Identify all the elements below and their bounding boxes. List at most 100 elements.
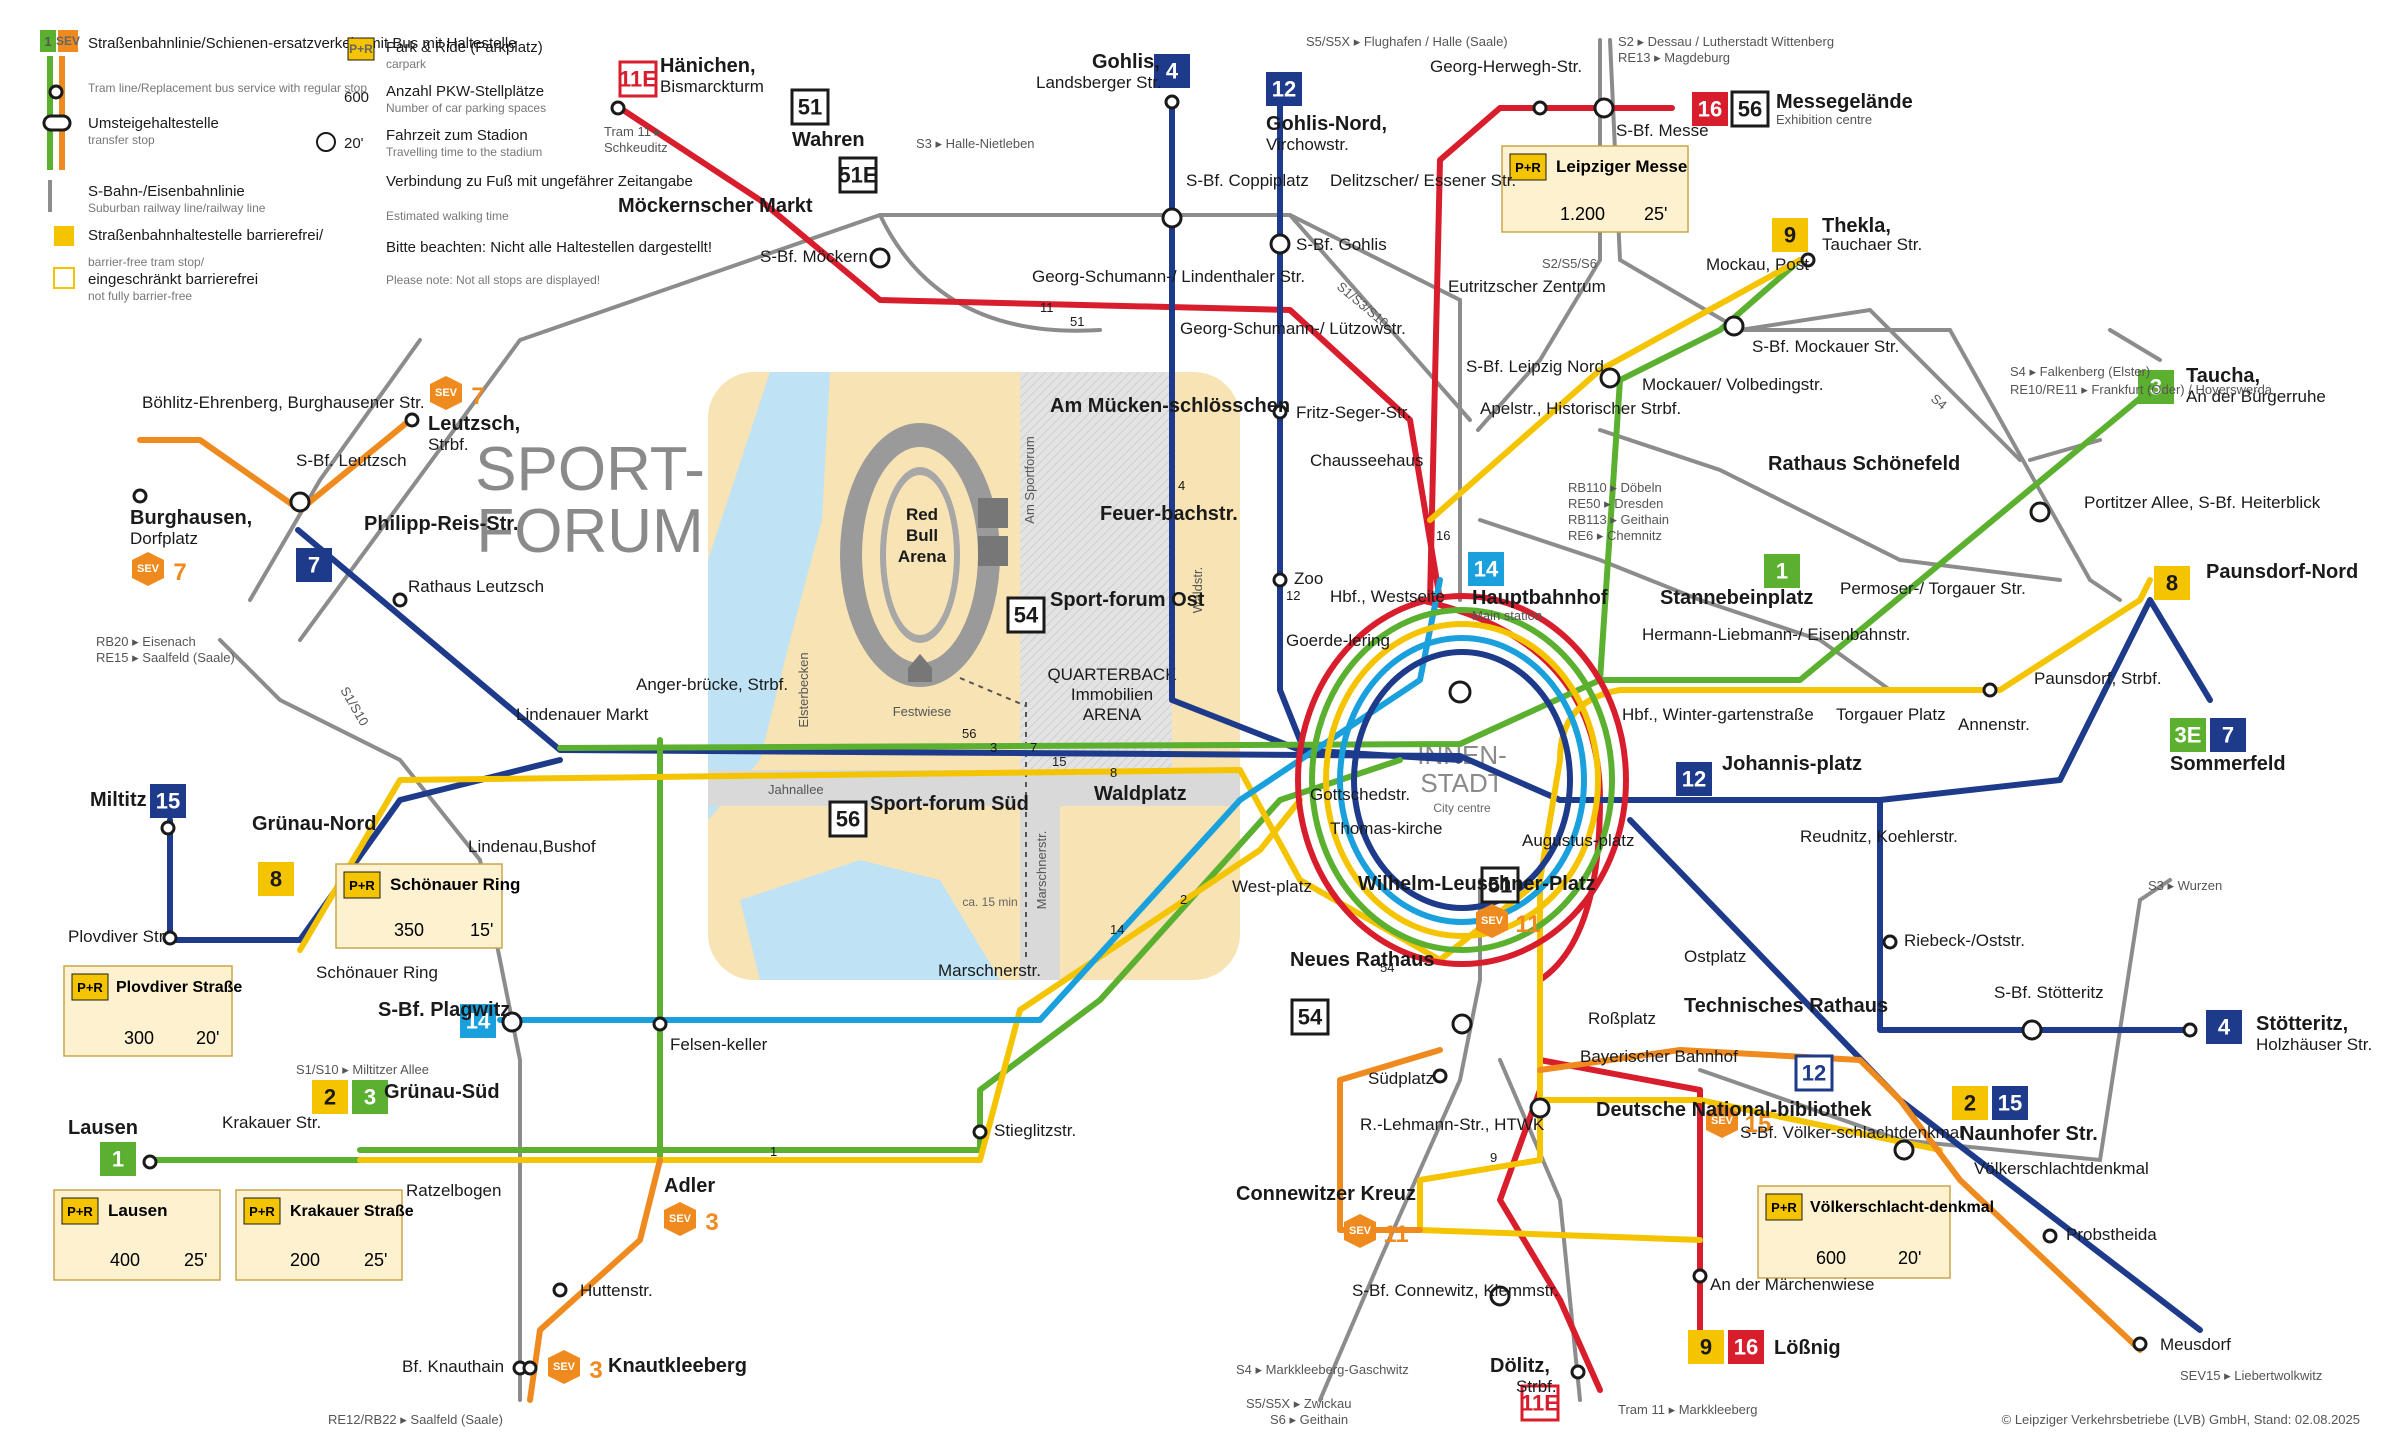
label-voelker: Völkerschlachtdenkmal — [1974, 1159, 2149, 1178]
rail-rb20: RB20 ▸ Eisenach — [96, 634, 196, 649]
stop-lausen — [142, 1154, 158, 1170]
label-sbf-leipzig-nord: S-Bf. Leipzig Nord — [1466, 357, 1604, 376]
svg-text:16: 16 — [1698, 97, 1722, 122]
badge-9-thekla: 9 — [1772, 218, 1808, 252]
label-portitzer: Portitzer Allee, S-Bf. Heiterblick — [2084, 493, 2321, 512]
rail-rb110: RB110 ▸ Döbeln — [1568, 480, 1662, 495]
label-riebeck: Riebeck-/Oststr. — [1904, 931, 2025, 950]
label-sbf-plagwitz: S-Bf. Plagwitz — [378, 999, 510, 1021]
badge-15-naunhofer: 15 — [1992, 1086, 2028, 1120]
rail-s1s10: S1/S10 — [337, 684, 371, 728]
label-doelitz-sub: Strbf. — [1516, 1377, 1557, 1396]
stop-leutzsch — [404, 412, 420, 428]
stop-huttenstr — [552, 1282, 568, 1298]
label-sommerfeld: Sommerfeld — [2170, 753, 2286, 775]
svg-text:Leipziger Messe: Leipziger Messe — [1556, 157, 1687, 176]
rail-re50: RE50 ▸ Dresden — [1568, 496, 1663, 511]
label-haenichen-sub: Bismarckturm — [660, 77, 764, 96]
label-waldplatz: Waldplatz — [1094, 783, 1187, 805]
rail-s4-mk: S4 ▸ Markkleeberg-Gaschwitz — [1236, 1362, 1409, 1377]
rail-s4-right: S4 — [1928, 391, 1950, 413]
parkride-boxes: P+R Leipziger Messe 1.200 25' P+R Schöna… — [53, 145, 1994, 1281]
sportforum-title-2: FORUM — [476, 497, 703, 566]
label-connewitz: Connewitzer Kreuz — [1236, 1183, 1416, 1205]
quarterback-label-2: Immobilien — [1071, 685, 1153, 704]
label-hbf-westseite: Hbf., Westseite — [1330, 587, 1445, 606]
label-doelitz: Dölitz, — [1490, 1355, 1550, 1377]
sev11-wilhelm-badge: SEV 11 — [1476, 904, 1541, 938]
rail-s2: S2 ▸ Dessau / Lutherstadt Wittenberg — [1618, 34, 1834, 49]
label-angerbruecke: Anger-brücke, Strbf. — [636, 675, 788, 694]
svg-text:12: 12 — [1802, 1061, 1826, 1086]
legend-tram-title: Straßenbahnlinie/Schienen-ersatzverkehr … — [88, 35, 517, 52]
label-boehlitz: Böhlitz-Ehrenberg, Burghausener Str. — [142, 393, 425, 412]
label-ostplatz: Ostplatz — [1684, 947, 1746, 966]
badge-56-sportforum-sued: 56 — [828, 800, 868, 838]
redbull-label-3: Arena — [898, 547, 947, 566]
label-annenstr: Annenstr. — [1958, 715, 2030, 734]
badge-12-tech-rathaus: 12 — [1794, 1054, 1834, 1092]
svg-text:1: 1 — [112, 1147, 124, 1172]
quarterback-label-1: QUARTERBACK — [1047, 665, 1177, 684]
svg-text:7: 7 — [2222, 723, 2234, 748]
stop-sbf-wilhelm — [1451, 1013, 1473, 1035]
label-adler: Adler — [664, 1175, 715, 1197]
label-paunsdorf-nord: Paunsdorf-Nord — [2206, 561, 2358, 583]
svg-text:20': 20' — [196, 1028, 219, 1048]
label-delitzscher: Delitzscher/ Essener Str. — [1330, 171, 1516, 190]
badge-54-sportforum-ost: 54 — [1006, 596, 1046, 634]
rail-s3-halle: S3 ▸ Halle-Nietleben — [916, 136, 1035, 151]
rail-s6-ge: S6 ▸ Geithain — [1270, 1412, 1348, 1427]
svg-text:3: 3 — [589, 1357, 602, 1384]
svg-text:12: 12 — [1682, 767, 1706, 792]
label-westplatz: West-platz — [1232, 877, 1312, 896]
waldstr-label: Waldstr. — [1190, 567, 1205, 613]
label-sev15-dest: SEV15 ▸ Liebertwolkwitz — [2180, 1368, 2322, 1383]
label-schkeuditz: Schkeuditz — [604, 140, 668, 155]
badge-8-gruenau-nord: 8 — [258, 862, 294, 896]
svg-text:51E: 51E — [838, 163, 877, 188]
svg-text:400: 400 — [110, 1250, 140, 1270]
stop-burghausen — [132, 488, 148, 504]
svg-text:25': 25' — [364, 1250, 387, 1270]
walk-time-label: ca. 15 min — [962, 895, 1017, 909]
pr-schoenauer-ring: P+R Schönauer Ring 350 15' — [335, 863, 520, 949]
legend-barrier2-sub: not fully barrier-free — [88, 289, 192, 303]
sev7-leutzsch-badge: SEV 7 — [430, 376, 485, 410]
seg-8: 8 — [1110, 765, 1117, 780]
svg-text:9: 9 — [1700, 1335, 1712, 1360]
svg-text:3: 3 — [705, 1209, 718, 1236]
label-neues-rathaus: Neues Rathaus — [1290, 949, 1435, 971]
label-naunhofer: Naunhofer Str. — [1960, 1123, 2098, 1145]
redbull-label-2: Bull — [906, 526, 938, 545]
svg-text:20': 20' — [1898, 1248, 1921, 1268]
seg-1: 1 — [770, 1144, 777, 1159]
sev7-burghausen-badge: SEV 7 — [132, 552, 187, 586]
pr-plovdiver: P+R Plovdiver Straße 300 20' — [63, 965, 242, 1057]
stop-plovdiver — [162, 930, 178, 946]
seg-14: 14 — [1110, 922, 1124, 937]
stop-sbf-mockauer — [1723, 315, 1745, 337]
svg-text:600: 600 — [1816, 1248, 1846, 1268]
stop-riebeck — [1882, 934, 1898, 950]
label-leutzsch: Leutzsch, — [428, 413, 520, 435]
svg-text:SEV: SEV — [1711, 1115, 1734, 1127]
label-gruenau-sued: Grünau-Süd — [384, 1081, 500, 1103]
label-hauptbahnhof: Hauptbahnhof — [1472, 587, 1608, 609]
tram-lines — [137, 97, 2213, 1403]
label-johannisplatz: Johannis-platz — [1722, 753, 1862, 775]
label-thekla: Thekla, — [1822, 215, 1891, 237]
badge-3-taucha: 3 — [2138, 370, 2174, 404]
seg-16: 16 — [1436, 528, 1450, 543]
legend-sev-badge: SEV — [56, 34, 80, 48]
svg-text:4: 4 — [1166, 59, 1179, 84]
label-goerdelering: Goerde-lering — [1286, 631, 1390, 650]
label-burghausen: Burghausen, — [130, 507, 252, 529]
badge-3-gruenau-sued: 3 — [352, 1080, 388, 1114]
badge-15-miltitz: 15 — [150, 784, 186, 818]
label-mockau-post: Mockau, Post — [1706, 255, 1809, 274]
innenstadt-title-2: STADT — [1420, 768, 1503, 798]
svg-text:3E: 3E — [2175, 723, 2202, 748]
svg-text:P+R: P+R — [249, 1204, 275, 1219]
badge-12-gohlis-nord: 12 — [1266, 72, 1302, 106]
